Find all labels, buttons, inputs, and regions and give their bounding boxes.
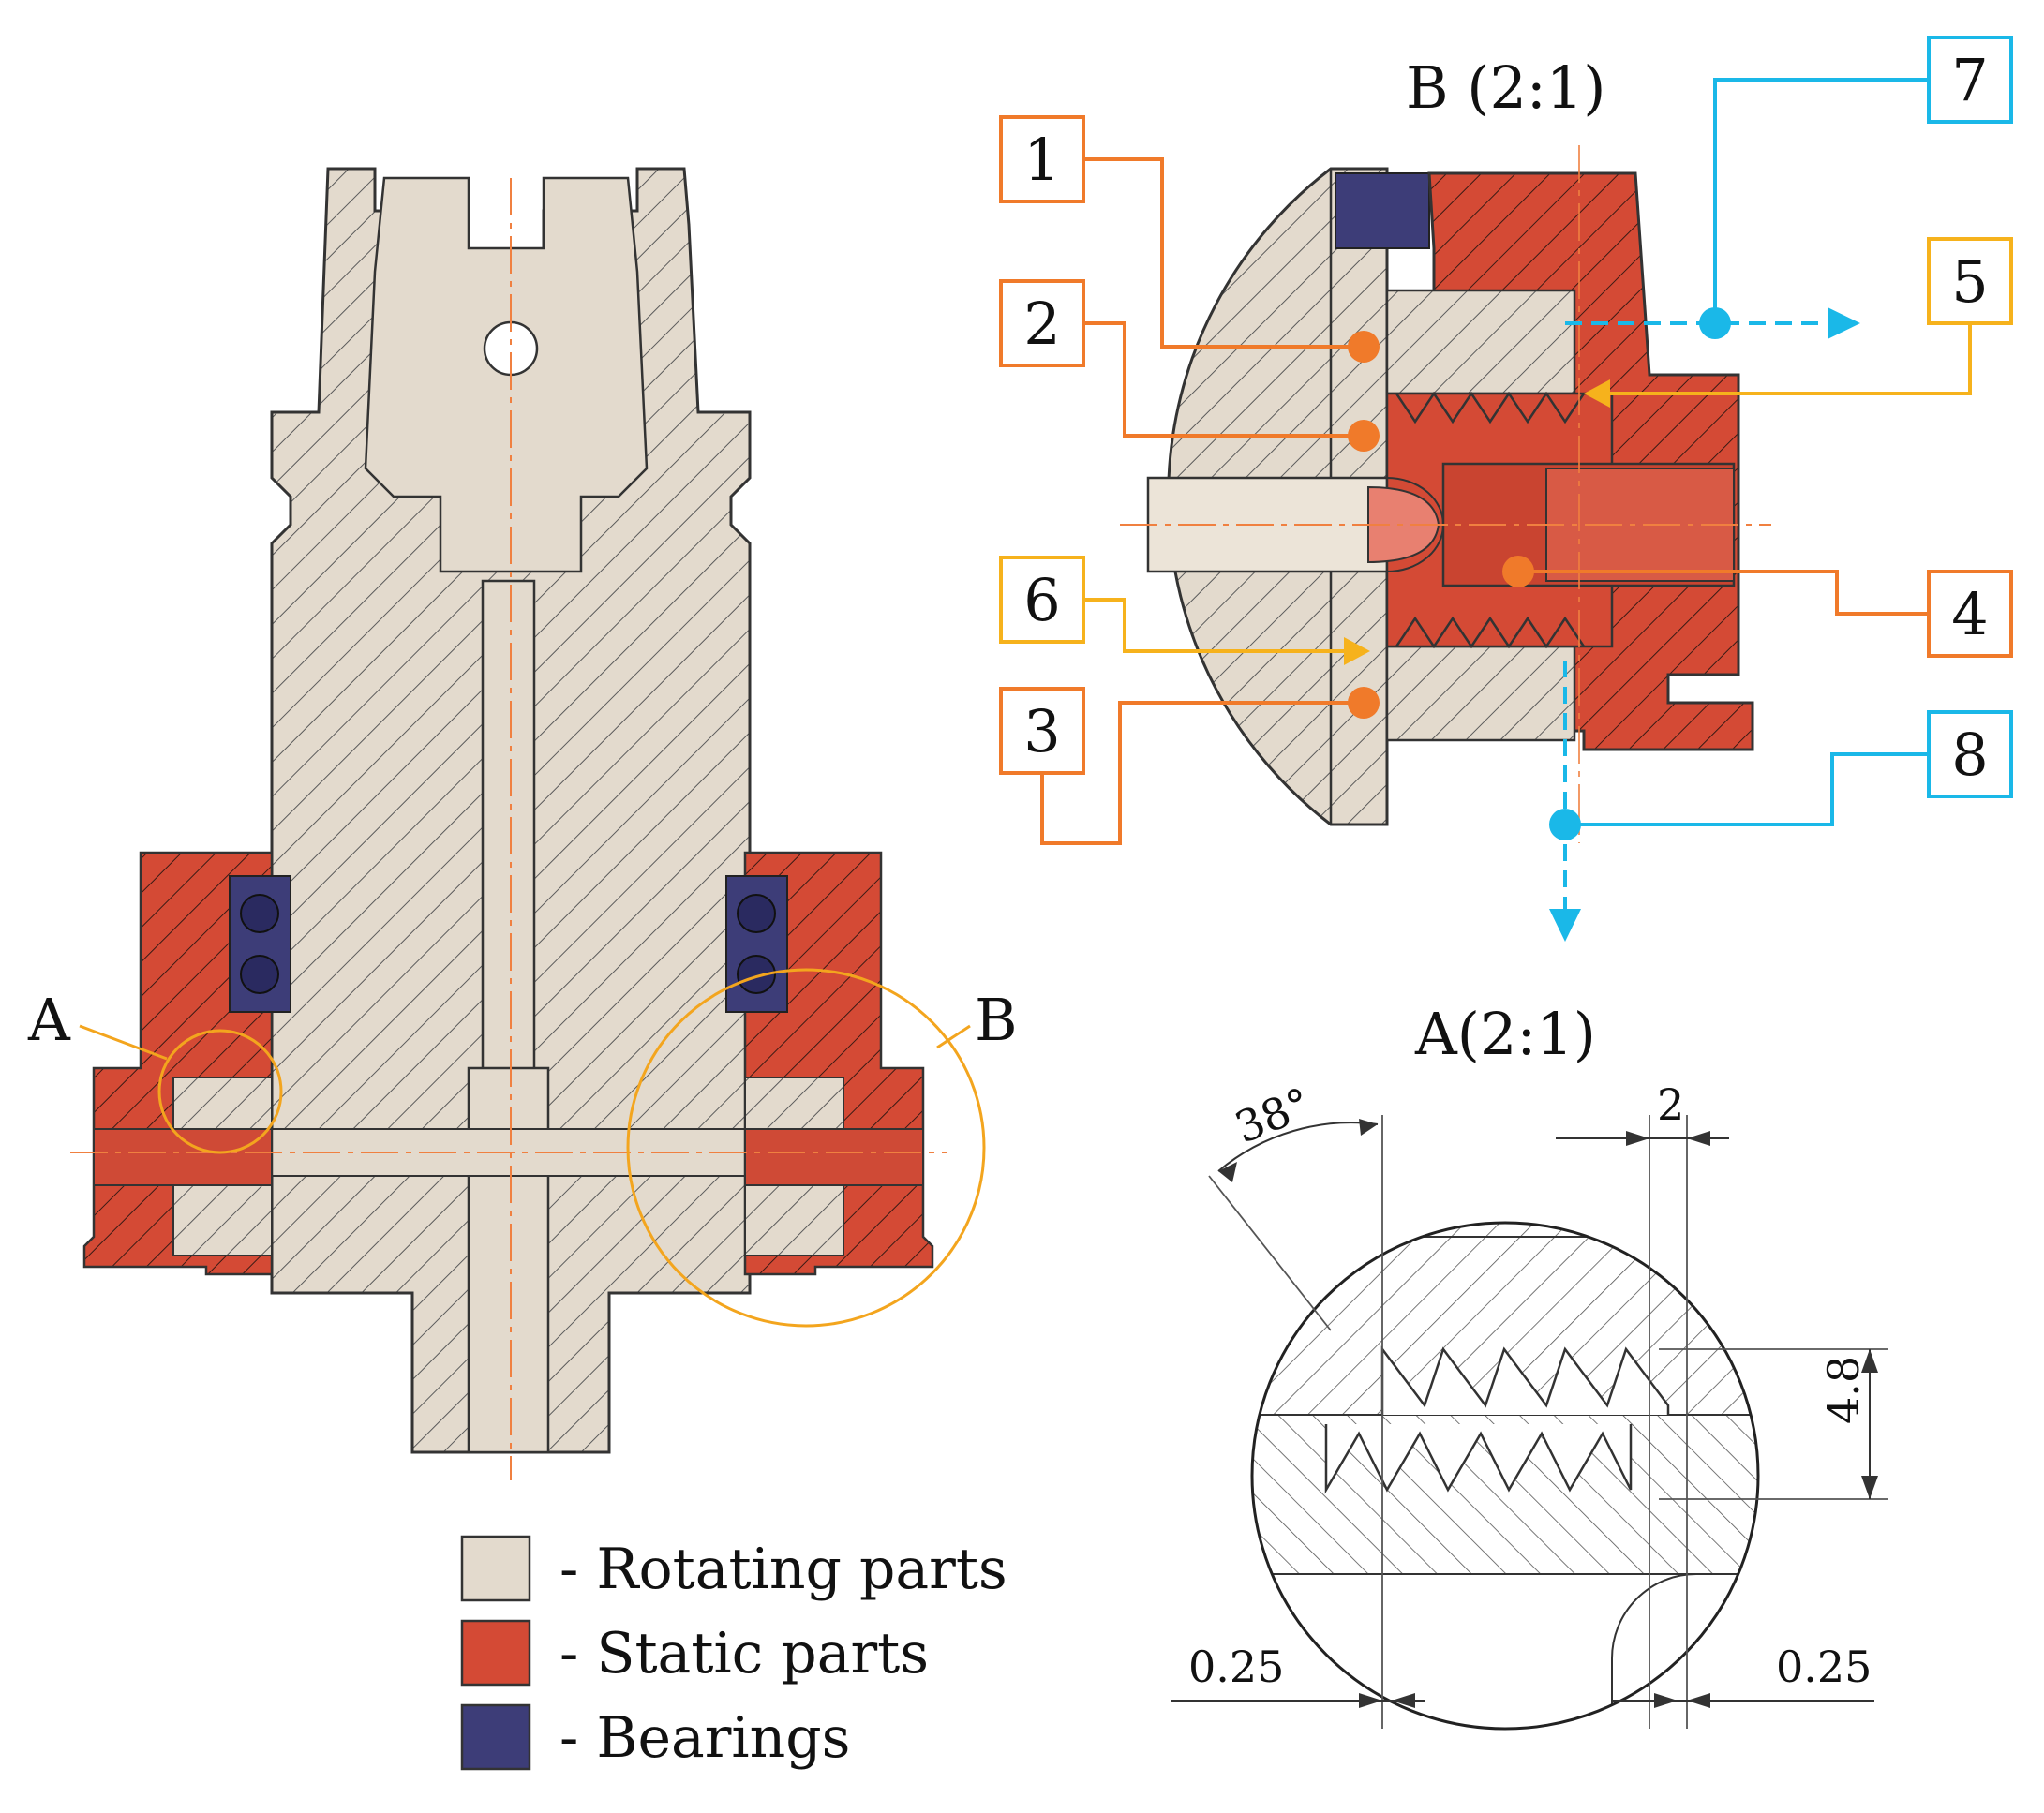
legend-item-rotating: - Rotating parts <box>460 1535 1007 1602</box>
callout-1: 1 <box>999 115 1380 363</box>
svg-text:1: 1 <box>1023 126 1060 194</box>
legend: - Rotating parts - Static parts - Bearin… <box>460 1535 1007 1771</box>
detail-b-title: B (2:1) <box>1406 53 1605 122</box>
b-sleeve-upper <box>1385 289 1576 395</box>
detail-circle-b <box>626 968 986 1328</box>
legend-item-static: - Static parts <box>460 1619 929 1687</box>
detail-a-title: A(2:1) <box>1414 1000 1596 1068</box>
svg-text:5: 5 <box>1951 247 1988 316</box>
legend-item-bearings: - Bearings <box>460 1703 850 1771</box>
dim-gap-right: 0.25 <box>1776 1642 1872 1692</box>
callout-4: 4 <box>1502 556 2013 658</box>
svg-text:4: 4 <box>1951 580 1988 648</box>
dim-pitch: 2 <box>1657 1079 1684 1130</box>
b-bearing <box>1335 172 1430 249</box>
legend-swatch <box>460 1619 531 1687</box>
detail-label-b: B <box>975 986 1018 1054</box>
detail-b-view: B (2:1) 1 <box>999 36 2013 942</box>
seal-insert-right-lower <box>744 1184 844 1256</box>
main-section-view: A B <box>27 167 1018 1480</box>
dim-height: 4.8 <box>1818 1356 1869 1424</box>
svg-text:2: 2 <box>1023 290 1060 358</box>
callout-2: 2 <box>999 279 1380 452</box>
dim-angle: 38° <box>1228 1077 1318 1153</box>
legend-label: - Rotating parts <box>559 1537 1007 1602</box>
legend-label: - Static parts <box>559 1621 929 1687</box>
dim-gap-left: 0.25 <box>1188 1642 1284 1692</box>
svg-text:7: 7 <box>1951 46 1988 114</box>
detail-label-a: A <box>27 986 71 1054</box>
b-thread-upper <box>1395 391 1586 424</box>
seal-insert-left <box>172 1077 273 1130</box>
b-thread-lower <box>1395 616 1586 649</box>
detail-circle-a <box>157 1029 283 1154</box>
detail-a-circle <box>1250 1221 1760 1731</box>
callout-7: 7 <box>1565 36 2013 339</box>
legend-label: - Bearings <box>559 1705 850 1771</box>
svg-text:6: 6 <box>1023 566 1060 634</box>
legend-swatch <box>460 1703 531 1771</box>
callout-5: 5 <box>1584 237 2013 408</box>
detail-a-view: A(2:1) 38° 2 4.8 <box>1171 1000 1888 1731</box>
seal-insert-right <box>744 1077 844 1130</box>
callout-3: 3 <box>999 687 1380 845</box>
legend-swatch <box>460 1535 531 1602</box>
seal-insert-left-lower <box>172 1184 273 1256</box>
upper-bore <box>467 1066 550 1454</box>
b-sleeve-lower <box>1385 645 1576 742</box>
svg-text:3: 3 <box>1023 697 1060 765</box>
callout-6: 6 <box>999 556 1370 665</box>
callout-8: 8 <box>1549 661 2013 942</box>
svg-text:8: 8 <box>1951 721 1988 789</box>
